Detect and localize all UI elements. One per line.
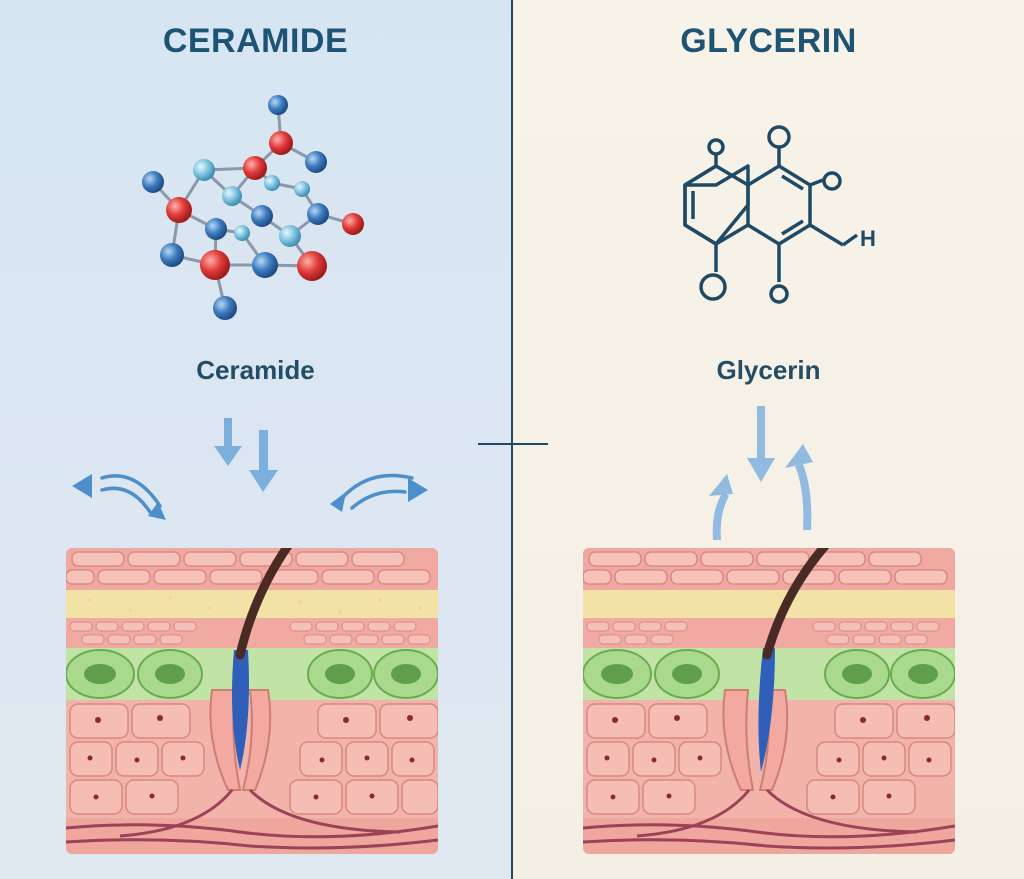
- panel-divider: [511, 0, 513, 879]
- ceramide-label: Ceramide: [196, 355, 315, 385]
- glycerin-title: GLYCERIN: [680, 22, 857, 60]
- skeletal-formula-icon: H: [683, 125, 876, 304]
- skin-cross-section-icon: [583, 548, 955, 854]
- water-flow-arrow-icon: [72, 418, 428, 520]
- skin-cross-section-icon: [66, 548, 438, 854]
- hydrogen-atom-label: H: [860, 226, 876, 251]
- ceramide-title: CERAMIDE: [162, 22, 349, 60]
- center-crossbar: [478, 443, 548, 445]
- ceramide-panel: CERAMIDE: [0, 0, 511, 879]
- glycerin-panel: GLYCERIN H Glyc: [513, 0, 1024, 879]
- glycerin-label: Glycerin: [716, 355, 821, 385]
- ceramide-molecule-icon: [142, 95, 364, 320]
